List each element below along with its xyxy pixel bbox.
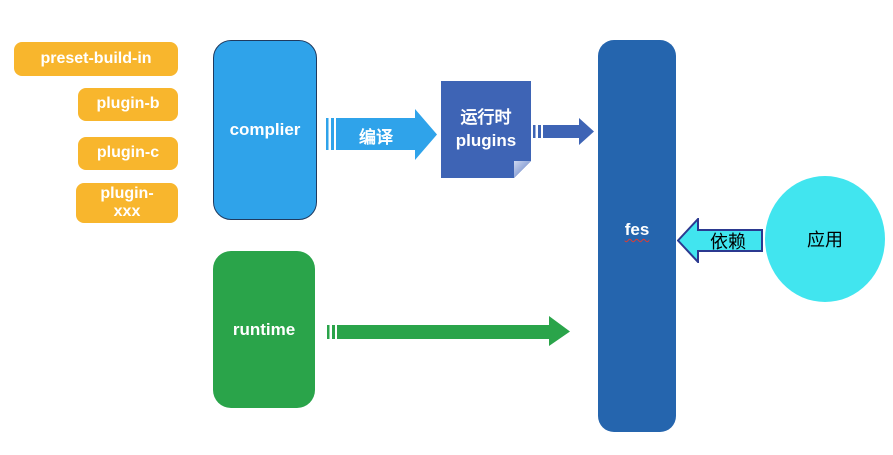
badge-preset-build-in: preset-build-in — [14, 42, 178, 76]
complier-label: complier — [229, 120, 301, 139]
app-label: 应用 — [807, 230, 843, 250]
app-ellipse: 应用 — [765, 176, 885, 302]
fes-label: fes — [624, 220, 650, 239]
folded-corner-icon — [514, 161, 531, 178]
runtime-label: runtime — [232, 319, 296, 339]
badge-plugin-c: plugin-c — [78, 137, 178, 170]
runtime-box: runtime — [213, 251, 315, 408]
depend-arrow-shape — [677, 218, 763, 263]
depend-arrow-label: 依赖 — [710, 232, 746, 252]
runtime-plugins-label: 运行时 plugins — [455, 108, 517, 150]
compile-arrow-shape — [326, 109, 437, 160]
fes-box: fes — [598, 40, 676, 432]
badge-plugin-b: plugin-b — [78, 88, 178, 121]
runtime-arrow-shape — [327, 316, 570, 346]
compile-arrow-label: 编译 — [359, 128, 393, 147]
badge-plugin-xxx: plugin- xxx — [76, 183, 178, 223]
complier-box: complier — [213, 40, 317, 220]
plugins-to-fes-arrow-shape — [533, 118, 594, 145]
